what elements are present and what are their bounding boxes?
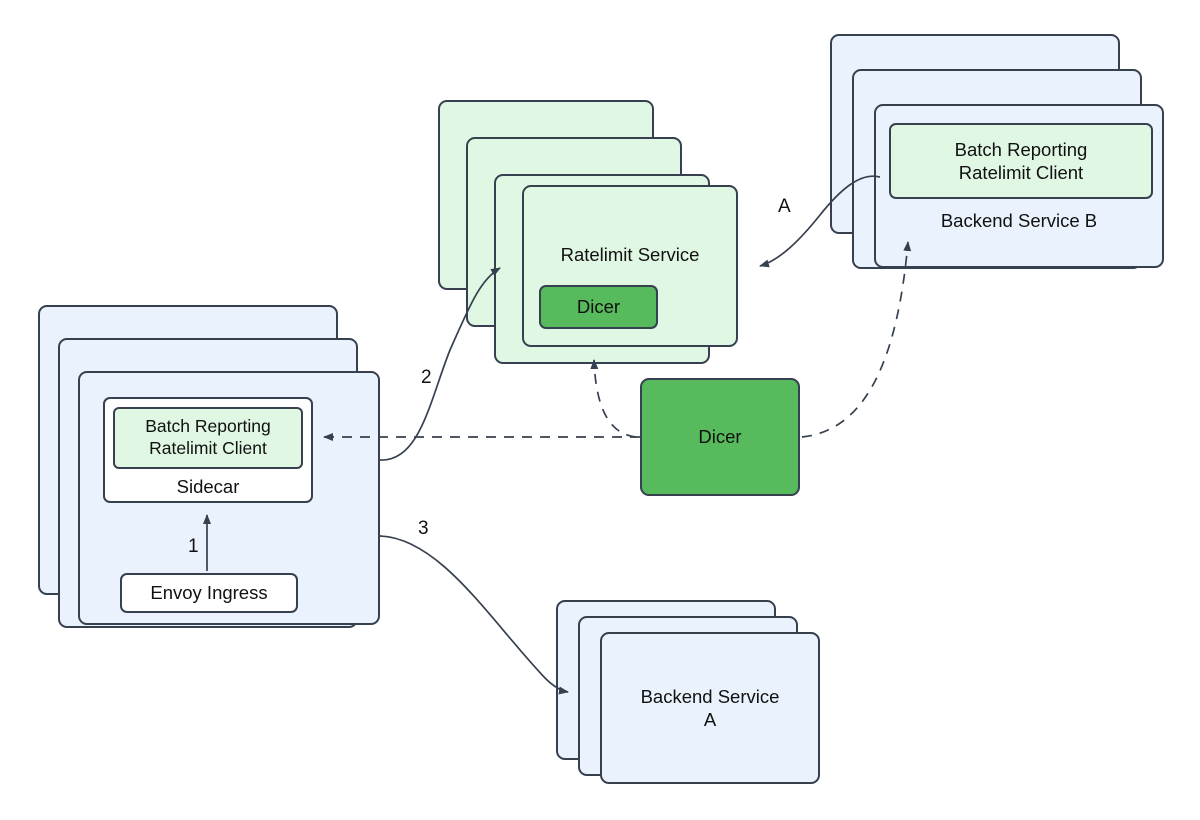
backend-service-b-card[interactable]: Batch Reporting Ratelimit Client Backend… (874, 104, 1164, 268)
ratelimit-service-label: Ratelimit Service (560, 244, 700, 265)
edge-label-A: A (778, 196, 791, 217)
backend-b-batch-client-label: Batch Reporting Ratelimit Client (954, 138, 1088, 183)
edge-3-sidecar-to-backend-a (379, 535, 569, 695)
edge-label-2: 2 (421, 367, 432, 388)
edge-dicer-to-backend-b-client (801, 241, 912, 438)
backend-service-b-label: Backend Service B (940, 210, 1098, 231)
sidecar-box[interactable]: Batch Reporting Ratelimit Client Sidecar (103, 397, 313, 503)
backend-service-a-card[interactable]: Backend Service A (600, 632, 820, 784)
edge-label-3: 3 (418, 518, 429, 539)
sidecar-batch-client-label: Batch Reporting Ratelimit Client (145, 416, 271, 458)
ratelimit-service-card[interactable]: Ratelimit Service Dicer (522, 185, 738, 347)
backend-service-a-label: Backend Service A (640, 685, 780, 730)
ratelimit-dicer-label: Dicer (576, 296, 621, 318)
dicer-standalone-label: Dicer (698, 426, 742, 448)
envoy-ingress-label: Envoy Ingress (150, 582, 268, 604)
dicer-standalone-box[interactable]: Dicer (640, 378, 800, 496)
edge-dicer-to-ratelimit-dicer (590, 359, 637, 438)
backend-b-batch-reporting-client[interactable]: Batch Reporting Ratelimit Client (889, 123, 1153, 199)
sidecar-label: Sidecar (176, 476, 240, 497)
edge-label-1: 1 (188, 536, 199, 557)
ratelimit-dicer-box[interactable]: Dicer (539, 285, 658, 329)
sidecar-group-card[interactable]: Batch Reporting Ratelimit Client Sidecar… (78, 371, 380, 625)
sidecar-batch-reporting-client[interactable]: Batch Reporting Ratelimit Client (113, 407, 303, 469)
envoy-ingress-box[interactable]: Envoy Ingress (120, 573, 298, 613)
